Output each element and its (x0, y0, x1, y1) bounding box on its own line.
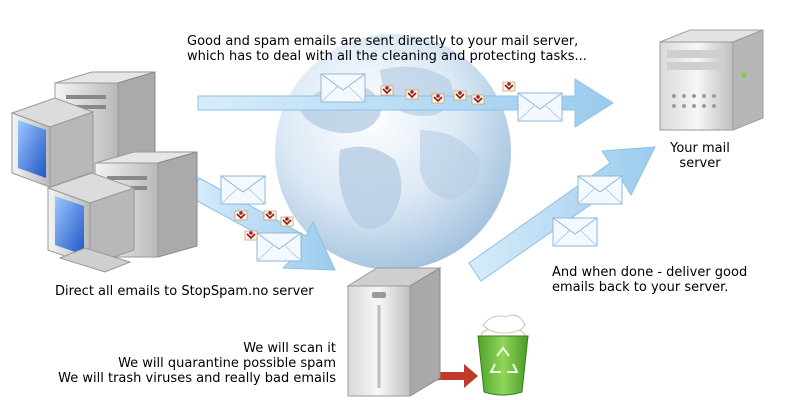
spam-icon (471, 94, 485, 105)
computers-icon (10, 71, 198, 273)
scan-caption: We will scan it We will quarantine possi… (20, 341, 336, 386)
envelope-icon (256, 232, 302, 262)
spam-icon (405, 89, 419, 100)
spam-icon (263, 210, 277, 221)
spam-icon (431, 93, 445, 104)
mail-server-label: Your mail server (640, 141, 760, 171)
deliver-caption: And when done - deliver good emails back… (552, 265, 747, 295)
spam-icon (380, 85, 394, 96)
recycle-bin-icon (477, 314, 529, 396)
direct-path-caption: Good and spam emails are sent directly t… (187, 34, 587, 64)
caption-line: emails back to your server. (552, 280, 729, 295)
caption-line: We will trash viruses and really bad ema… (58, 371, 336, 386)
trash-arrow (436, 364, 478, 388)
direct-path-arrow (197, 78, 614, 128)
spam-icon (280, 216, 294, 227)
spam-icon (234, 210, 248, 221)
spam-icon (502, 81, 516, 92)
caption-line: Good and spam emails are sent directly t… (187, 34, 579, 49)
stopspam-server-icon (346, 267, 442, 397)
mail-server-icon (659, 29, 764, 131)
caption-line: which has to deal with all the cleaning … (187, 49, 587, 64)
envelope-icon (517, 92, 563, 122)
caption-line: server (679, 156, 721, 171)
caption-line: We will quarantine possible spam (118, 356, 336, 371)
spam-icon (244, 230, 258, 241)
stopspam-caption: Direct all emails to StopSpam.no server (55, 284, 314, 299)
spam-icon (453, 90, 467, 101)
envelope-icon (320, 73, 366, 103)
caption-line: We will scan it (243, 341, 336, 356)
envelope-icon (577, 175, 623, 205)
envelope-icon (552, 217, 598, 247)
envelope-icon (220, 175, 266, 205)
caption-line: Your mail (670, 141, 730, 156)
caption-line: And when done - deliver good (552, 265, 748, 280)
